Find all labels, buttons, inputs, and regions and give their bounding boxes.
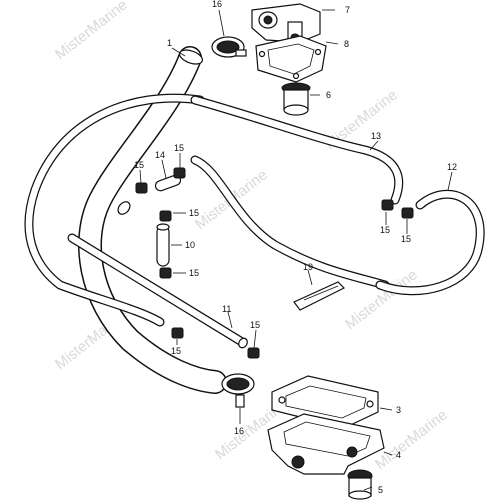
callout-15: 15	[250, 320, 260, 330]
callout-14: 14	[155, 150, 165, 160]
gasket-3	[271, 375, 379, 429]
watermark-layer: MisterMarine MisterMarine MisterMarine M…	[52, 0, 451, 473]
callout-4: 4	[396, 450, 401, 460]
housing-4	[267, 413, 385, 475]
callout-6: 6	[326, 90, 331, 100]
hose-13	[190, 95, 404, 290]
callout-16: 16	[234, 426, 244, 436]
callout-3: 3	[396, 405, 401, 415]
hose-10	[156, 223, 170, 267]
callout-15: 15	[189, 268, 199, 278]
callout-12: 12	[447, 162, 457, 172]
leader-lines	[139, 9, 453, 491]
callout-15: 15	[174, 143, 184, 153]
callout-16: 16	[212, 0, 222, 9]
clamp-16-bottom	[221, 373, 255, 408]
watermark: MisterMarine	[52, 0, 131, 63]
hose-loop-left	[24, 93, 205, 327]
callout-10: 10	[185, 240, 195, 250]
bracket-19	[293, 281, 346, 311]
callout-8: 8	[344, 39, 349, 49]
callout-15: 15	[171, 346, 181, 356]
hose-14	[117, 174, 182, 215]
callout-numbers: 1 16 7 8 6 13 12 14 15 15 15 10 15 11 15…	[134, 0, 457, 495]
grommet-6	[281, 82, 311, 116]
clamp-16-top	[211, 36, 247, 58]
hose-11	[67, 233, 248, 349]
callout-11: 11	[222, 304, 231, 314]
callout-7: 7	[345, 5, 350, 15]
callout-15: 15	[134, 160, 144, 170]
callout-5: 5	[378, 485, 383, 495]
callout-15: 15	[401, 234, 411, 244]
hose-12	[375, 189, 485, 296]
gasket-8	[255, 35, 327, 83]
callout-1: 1	[167, 38, 172, 48]
callout-13: 13	[371, 131, 381, 141]
callout-15: 15	[380, 225, 390, 235]
fitting-7	[251, 3, 321, 43]
callout-15: 15	[189, 208, 199, 218]
grommet-5	[347, 469, 373, 500]
callout-19: 19	[303, 262, 313, 272]
watermark: MisterMarine	[372, 406, 451, 473]
clamp-15-group	[135, 167, 414, 359]
